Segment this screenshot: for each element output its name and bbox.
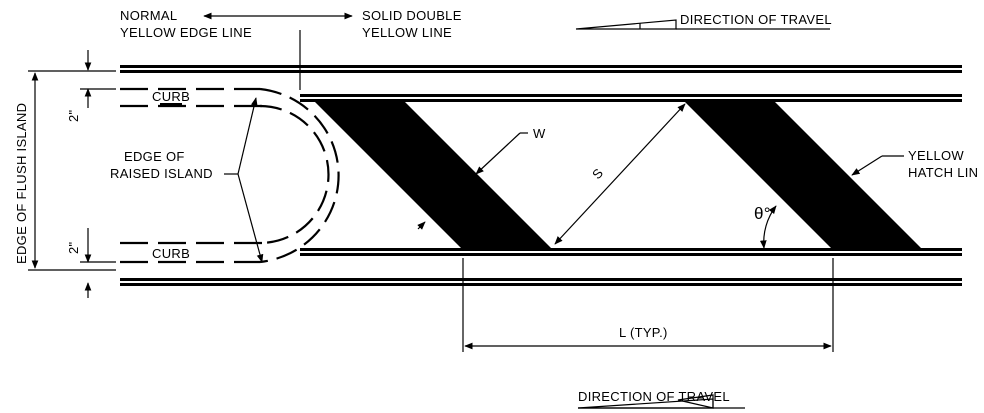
top-inner-edge-line [300, 94, 962, 102]
normal-edge-label-2: YELLOW EDGE LINE [120, 25, 252, 40]
edge-raised-label-1: EDGE OF [124, 149, 185, 164]
dim-2in-bottom-label: 2" [66, 241, 81, 254]
curb-top-label: CURB [152, 89, 190, 104]
yellow-hatch-label-1: YELLOW [908, 148, 964, 163]
direction-arrow-bottom [577, 394, 745, 409]
flush-island-dimension [28, 70, 116, 271]
curb-bottom-label: CURB [152, 246, 190, 261]
top-outer-edge-line [120, 65, 962, 73]
s-dimension [554, 103, 686, 245]
raised-island-nose [259, 87, 340, 264]
curb-bottom-lines [120, 241, 262, 264]
solid-double-label-1: SOLID DOUBLE [362, 8, 462, 23]
dim-2in-bottom [80, 228, 116, 298]
hatch-bar-2 [682, 99, 923, 250]
raised-island-leaders [224, 97, 264, 263]
curb-top-lines [120, 87, 262, 108]
solid-double-label-2: YELLOW LINE [362, 25, 452, 40]
bottom-inner-edge-line [300, 248, 962, 256]
direction-bottom-label: DIRECTION OF TRAVEL [578, 389, 730, 404]
bottom-outer-edge-line [120, 278, 962, 286]
normal-edge-label-1: NORMAL [120, 8, 177, 23]
dim-2in-top-label: 2" [66, 109, 81, 122]
direction-top-label: DIRECTION OF TRAVEL [680, 12, 832, 27]
edge-flush-label: EDGE OF FLUSH ISLAND [14, 103, 29, 264]
theta-label: θ° [754, 204, 771, 223]
yellow-hatch-label-2: HATCH LIN [908, 165, 978, 180]
length-label: L (TYP.) [619, 325, 668, 340]
w-label: W [533, 126, 546, 141]
l-dimension [462, 258, 834, 352]
edge-raised-label-2: RAISED ISLAND [110, 166, 213, 181]
theta-arc [759, 205, 777, 249]
hatch-bar-1 [312, 99, 553, 250]
s-label: S [589, 165, 606, 182]
direction-arrow-top [575, 19, 830, 30]
dim-2in-top [80, 50, 116, 108]
yellow-hatch-leader [851, 155, 904, 176]
w-leader [417, 132, 528, 230]
